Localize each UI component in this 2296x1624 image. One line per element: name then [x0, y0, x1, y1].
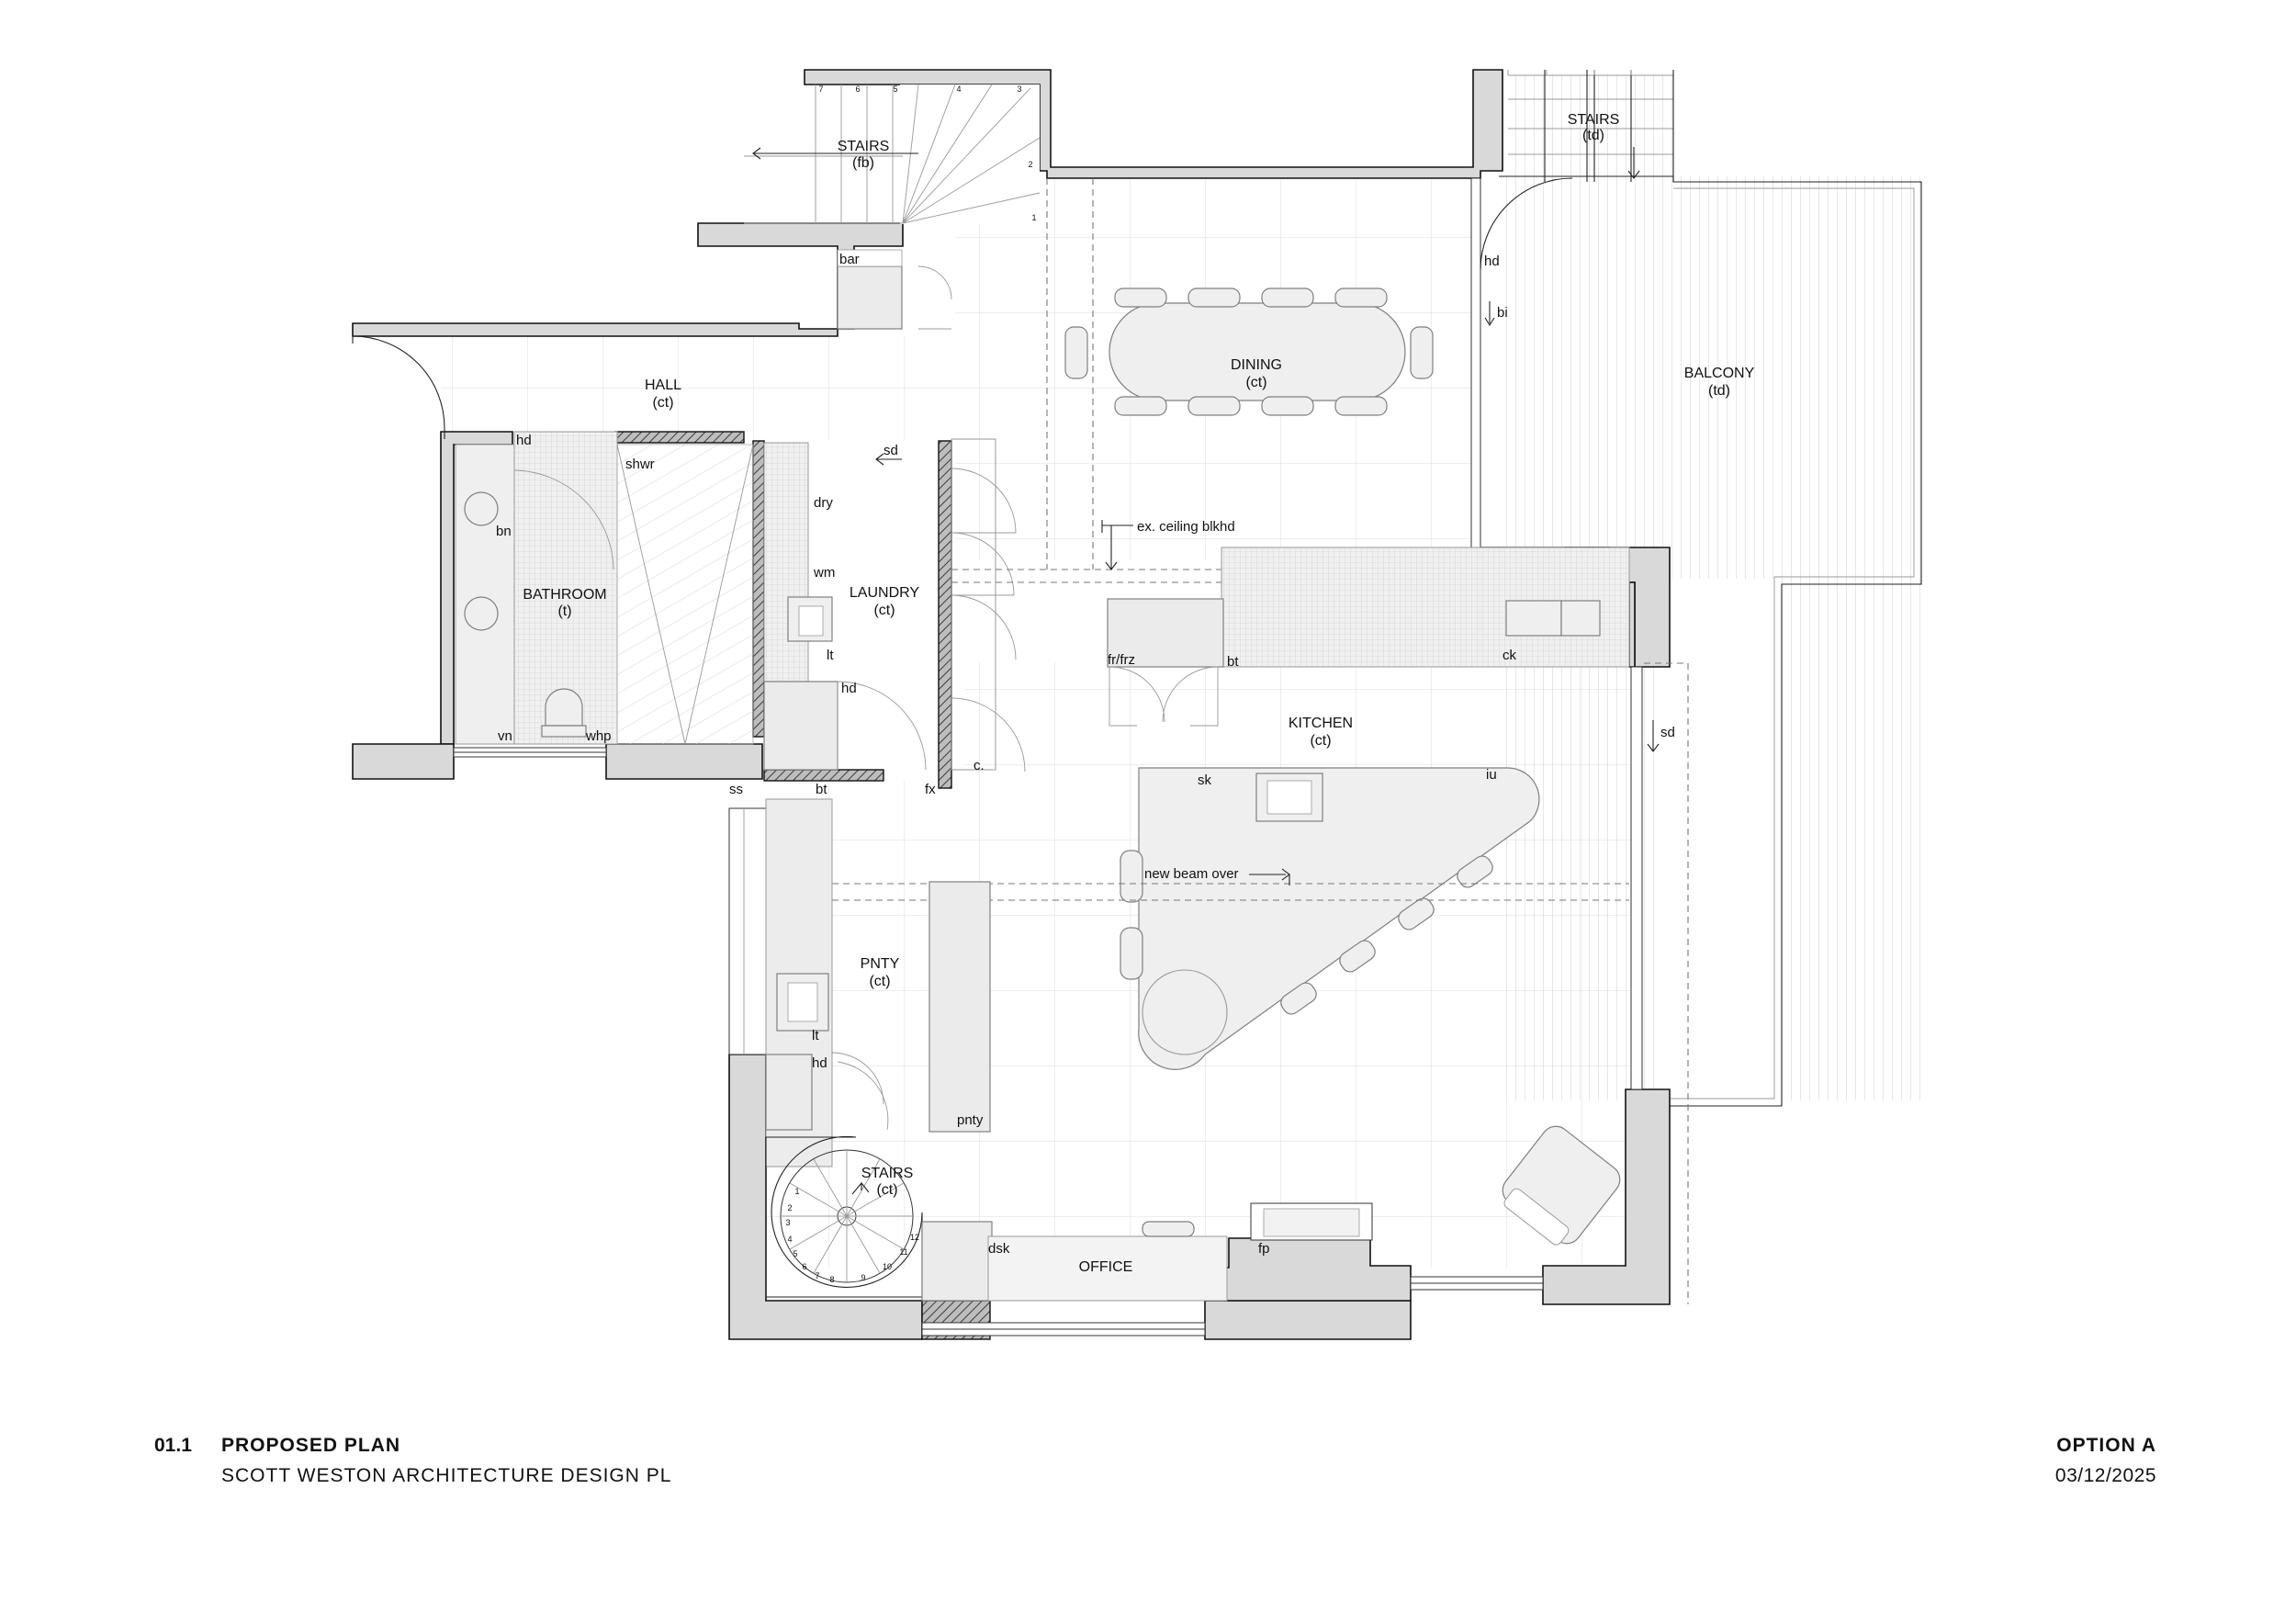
stair-number-spiral-10: 11 — [899, 1247, 907, 1257]
pantry — [765, 798, 991, 1167]
dining-name: DINING — [1231, 357, 1282, 373]
fixture-label-ck: ck — [1503, 648, 1517, 663]
bathroom-finish: (t) — [557, 603, 571, 619]
dining-finish: (ct) — [1245, 375, 1266, 390]
drawing-date: 03/12/2025 — [2054, 1465, 2156, 1486]
fixture-label-shwr: shwr — [625, 457, 655, 472]
fixture-label-c: c. — [974, 758, 985, 773]
stairs-right-name: STAIRS — [1568, 112, 1620, 128]
stair-number-spiral-2: 3 — [785, 1218, 790, 1227]
laundry — [763, 438, 1026, 773]
fixture-label-sd-kitchen: sd — [1660, 725, 1675, 740]
stairs-right-finish: (td) — [1582, 128, 1604, 143]
stair-number-spiral-8: 9 — [861, 1273, 865, 1282]
office-name: OFFICE — [1079, 1259, 1133, 1275]
stair-number-top-6: 1 — [1031, 213, 1036, 222]
laundry-finish: (ct) — [873, 603, 895, 618]
fixture-label-dsk: dsk — [988, 1241, 1010, 1257]
fixture-label-hd-pantry: hd — [812, 1055, 827, 1071]
fixture-label-dry: dry — [814, 495, 833, 511]
fixture-label-hd-balcony: hd — [1484, 254, 1500, 269]
fixture-label-bi: bi — [1497, 305, 1508, 321]
stairs-right: STAIRS (td) — [1507, 70, 1674, 182]
balcony-outline-inner — [1670, 187, 1915, 1100]
kitchen-joinery — [1107, 547, 1630, 727]
fixture-label-pnty: pnty — [957, 1112, 984, 1128]
kitchen-name: KITCHEN — [1289, 716, 1353, 731]
fixture-label-bar: bar — [839, 252, 860, 267]
stair-decking — [1508, 75, 1678, 176]
fixture-label-sd-laundry: sd — [884, 443, 898, 458]
fixture-label-bt-laundry: bt — [816, 782, 827, 797]
pantry-name: PNTY — [861, 956, 900, 972]
sheet-number: 01.1 — [154, 1435, 192, 1456]
bar-niche: bar — [837, 249, 952, 330]
dining-table — [1064, 288, 1434, 416]
balcony-decking-lower — [1662, 579, 1782, 1100]
stair-number-spiral-3: 4 — [787, 1235, 792, 1244]
stair-number-top-0: 7 — [818, 85, 823, 94]
fixture-label-whp: whp — [585, 728, 612, 744]
stair-number-spiral-11: 12 — [910, 1233, 919, 1242]
spiral-stairs: 1 2 3 4 5 6 7 8 9 10 11 12 — [765, 1135, 923, 1298]
kitchen-island — [1120, 767, 1540, 1070]
fixture-label-fr-frz: fr/frz — [1108, 652, 1135, 668]
balcony-name: BALCONY — [1684, 366, 1755, 381]
fixture-label-sk: sk — [1198, 773, 1212, 788]
spiral-stairs-name: STAIRS — [861, 1166, 914, 1181]
fixture-label-beam-note: new beam over — [1144, 866, 1239, 882]
hall-name: HALL — [645, 378, 681, 393]
stairs-top-finish: (fb) — [852, 155, 874, 171]
fixture-label-bt-kitchen: bt — [1227, 654, 1239, 670]
fixture-label-hd-laundry: hd — [841, 681, 857, 696]
fixture-label-fx: fx — [925, 782, 936, 797]
balcony-finish: (td) — [1708, 383, 1730, 399]
entry-door-swing — [352, 335, 445, 439]
stair-number-spiral-9: 10 — [883, 1262, 892, 1271]
lounge-chair — [1502, 1125, 1621, 1246]
bathroom-name: BATHROOM — [523, 587, 606, 603]
fixture-label-wm: wm — [813, 565, 835, 581]
stair-number-spiral-5: 6 — [802, 1262, 806, 1271]
spiral-stairs-finish: (ct) — [876, 1182, 897, 1198]
stair-number-top-4: 3 — [1017, 85, 1021, 94]
stair-number-spiral-6: 7 — [815, 1271, 819, 1280]
stair-number-top-5: 2 — [1028, 160, 1032, 169]
stair-number-spiral-7: 8 — [829, 1275, 834, 1284]
office-desk — [921, 1202, 1373, 1302]
stair-number-spiral-4: 5 — [793, 1249, 797, 1258]
hall-finish: (ct) — [652, 395, 673, 411]
stairs-top-name: STAIRS — [838, 139, 890, 154]
stairs-top: 7 6 5 4 3 2 1 STAIRS (fb) — [744, 84, 1041, 224]
fixture-label-vn: vn — [498, 728, 512, 744]
kitchen-finish: (ct) — [1310, 733, 1331, 749]
stair-number-top-2: 5 — [893, 85, 897, 94]
firm-name: SCOTT WESTON ARCHITECTURE DESIGN PL — [221, 1465, 672, 1486]
fixture-label-lt-pantry: lt — [812, 1028, 819, 1043]
fixture-label-ss: ss — [729, 782, 743, 797]
fixture-label-ceiling-note: ex. ceiling blkhd — [1137, 519, 1235, 535]
fixture-label-bn: bn — [496, 524, 512, 539]
fixture-label-lt-laundry: lt — [827, 648, 834, 663]
fixture-label-fp: fp — [1258, 1241, 1270, 1257]
bathroom — [455, 431, 754, 745]
fixture-label-iu: iu — [1486, 767, 1497, 783]
stair-number-top-1: 6 — [855, 85, 860, 94]
windows — [453, 177, 1643, 1336]
drawing-title: PROPOSED PLAN — [221, 1435, 401, 1456]
fixture-label-hd-hall: hd — [516, 433, 532, 448]
stair-number-spiral-0: 1 — [794, 1187, 799, 1196]
laundry-name: LAUNDRY — [850, 585, 920, 601]
stair-number-spiral-1: 2 — [787, 1203, 792, 1212]
option-label: OPTION A — [2056, 1435, 2156, 1456]
stair-number-top-3: 4 — [956, 85, 961, 94]
balcony-door-swing — [1480, 177, 1573, 271]
pantry-finish: (ct) — [869, 974, 890, 989]
